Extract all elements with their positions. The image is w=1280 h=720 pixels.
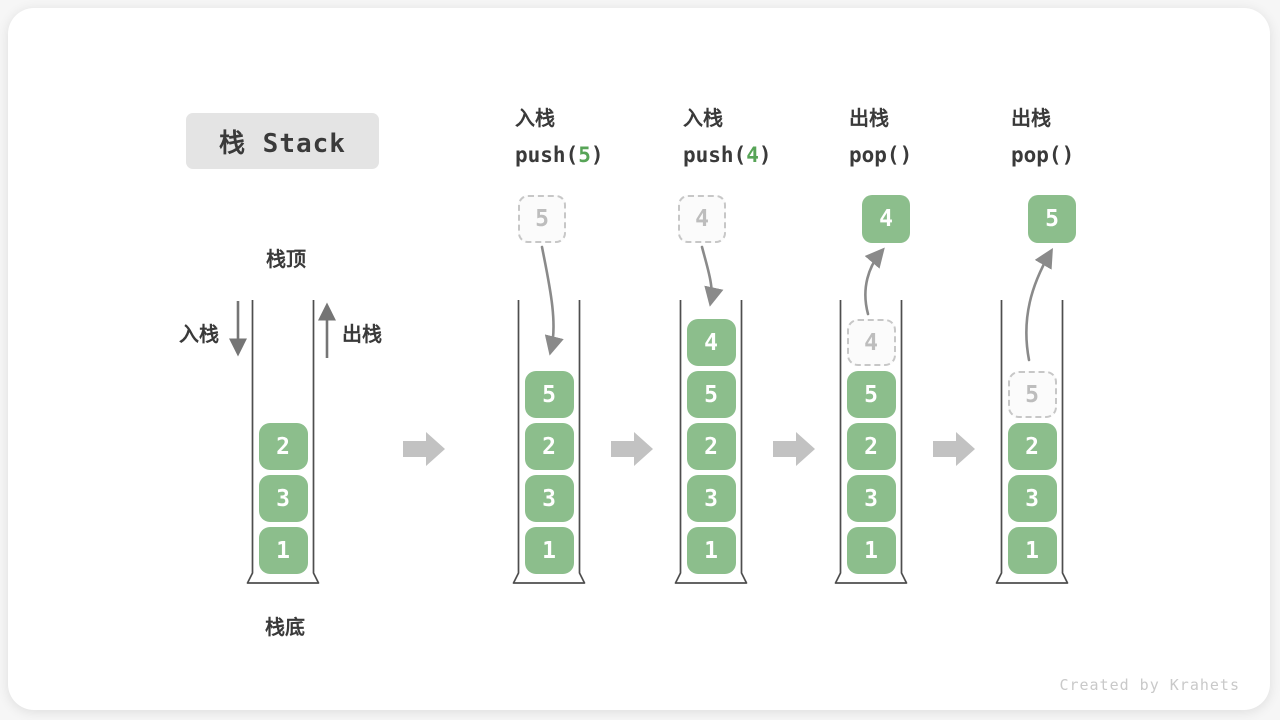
step-op-label: 入栈 xyxy=(515,108,555,130)
code-text: pop() xyxy=(1011,143,1075,167)
item-value: 4 xyxy=(879,206,893,232)
stack-item-5: 5 xyxy=(846,371,896,418)
stack-item-4: 4 xyxy=(686,319,736,366)
item-value: 3 xyxy=(864,485,878,512)
stack-top-label: 栈顶 xyxy=(266,249,306,271)
item-value: 5 xyxy=(864,381,878,408)
stack-item-1: 1 xyxy=(1007,527,1057,574)
item-value: 2 xyxy=(704,433,718,460)
stack-item-4-ghost: 4 xyxy=(846,319,896,366)
code-text: ) xyxy=(590,143,604,167)
item-value: 2 xyxy=(542,433,556,460)
item-value: 3 xyxy=(276,485,290,512)
push-side-label: 入栈 xyxy=(179,324,219,346)
stack-item-2: 2 xyxy=(1007,423,1057,470)
step-op-label: 出栈 xyxy=(1011,108,1051,130)
item-value: 1 xyxy=(542,537,556,564)
watermark: Created by Krahets xyxy=(1059,676,1240,694)
step-header-push-4: 入栈 push(4) xyxy=(683,107,772,168)
step-op-code: push(4) xyxy=(683,142,772,168)
title-badge: 栈 Stack xyxy=(186,113,379,169)
stack-item-3: 3 xyxy=(524,475,574,522)
item-value: 2 xyxy=(276,433,290,460)
item-value: 4 xyxy=(864,329,878,356)
stack-item-1: 1 xyxy=(524,527,574,574)
stack-bottom-label: 栈底 xyxy=(265,617,305,639)
stack-item-2: 2 xyxy=(686,423,736,470)
stack-item-5: 5 xyxy=(524,371,574,418)
item-value: 3 xyxy=(542,485,556,512)
item-value: 1 xyxy=(276,537,290,564)
step-op-label: 出栈 xyxy=(849,108,889,130)
item-value: 4 xyxy=(704,329,718,356)
code-text: pop() xyxy=(849,143,913,167)
stack-item-5-ghost: 5 xyxy=(1007,371,1057,418)
floating-item-5: 5 xyxy=(1028,195,1076,243)
code-arg: 5 xyxy=(578,143,591,167)
floating-item-5-ghost: 5 xyxy=(518,195,566,243)
item-value: 5 xyxy=(535,206,549,232)
item-value: 2 xyxy=(1025,433,1039,460)
item-value: 2 xyxy=(864,433,878,460)
stack-item-3: 3 xyxy=(1007,475,1057,522)
title-badge-label: 栈 Stack xyxy=(219,128,346,159)
item-value: 4 xyxy=(695,206,709,232)
stack-item-3: 3 xyxy=(686,475,736,522)
item-value: 1 xyxy=(1025,537,1039,564)
step-op-code: pop() xyxy=(1011,142,1074,168)
code-text: push( xyxy=(683,143,747,167)
step-header-pop-4: 出栈 pop() xyxy=(849,107,912,168)
step-header-pop-5: 出栈 pop() xyxy=(1011,107,1074,168)
floating-item-4-ghost: 4 xyxy=(678,195,726,243)
stack-item-3: 3 xyxy=(846,475,896,522)
stack-item-1: 1 xyxy=(846,527,896,574)
item-value: 3 xyxy=(1025,485,1039,512)
stack-item-2: 2 xyxy=(258,423,308,470)
step-header-push-5: 入栈 push(5) xyxy=(515,107,604,168)
stack-item-1: 1 xyxy=(686,527,736,574)
step-op-label: 入栈 xyxy=(683,108,723,130)
stack-item-1: 1 xyxy=(258,527,308,574)
item-value: 5 xyxy=(542,381,556,408)
code-arg: 4 xyxy=(746,143,759,167)
code-text: push( xyxy=(515,143,579,167)
item-value: 5 xyxy=(1025,381,1039,408)
stack-item-2: 2 xyxy=(846,423,896,470)
step-op-code: push(5) xyxy=(515,142,604,168)
stack-item-5: 5 xyxy=(686,371,736,418)
stack-item-2: 2 xyxy=(524,423,574,470)
item-value: 1 xyxy=(864,537,878,564)
item-value: 5 xyxy=(1045,206,1059,232)
stack-item-3: 3 xyxy=(258,475,308,522)
item-value: 1 xyxy=(704,537,718,564)
step-op-code: pop() xyxy=(849,142,912,168)
code-text: ) xyxy=(758,143,772,167)
item-value: 3 xyxy=(704,485,718,512)
pop-side-label: 出栈 xyxy=(342,324,382,346)
floating-item-4: 4 xyxy=(862,195,910,243)
item-value: 5 xyxy=(704,381,718,408)
